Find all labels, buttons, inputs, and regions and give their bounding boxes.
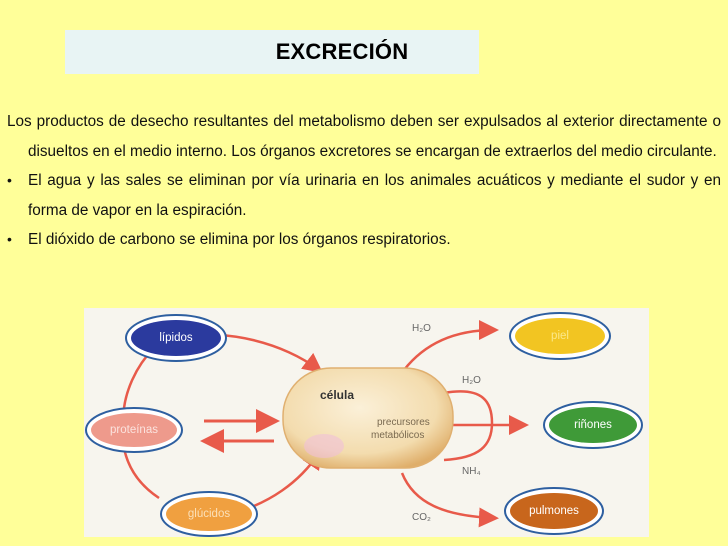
cell-subtitle-1: precursores xyxy=(377,417,430,428)
output-pulmones: pulmones xyxy=(529,505,579,517)
arrow-to-piel xyxy=(403,320,499,371)
body-text: Los productos de desecho resultantes del… xyxy=(7,107,721,255)
arrow-to-pulmones xyxy=(400,472,499,528)
cell-subtitle-2: metabólicos xyxy=(371,430,425,441)
output-rinones: riñones xyxy=(574,419,612,431)
input-glucidos: glúcidos xyxy=(187,508,231,520)
cell-title: célula xyxy=(320,388,355,402)
product-h2o-top: H₂O xyxy=(412,323,431,334)
input-proteinas: proteínas xyxy=(110,424,158,436)
bullet-icon: • xyxy=(7,231,12,247)
product-h2o-mid: H₂O xyxy=(462,375,481,386)
page-title: EXCRECIÓN xyxy=(275,39,409,64)
bullet-item: • El dióxido de carbono se elimina por lo… xyxy=(7,225,721,255)
product-co2: CO₂ xyxy=(412,512,431,523)
product-nh4: NH₄ xyxy=(462,466,481,477)
bullet-text: El dióxido de carbono se elimina por los… xyxy=(28,231,451,248)
excretion-diagram: lípidos proteínas glúcidos célula precur… xyxy=(84,308,649,537)
output-piel: piel xyxy=(551,330,569,342)
input-lipidos: lípidos xyxy=(159,332,193,344)
intro-paragraph: Los productos de desecho resultantes del… xyxy=(7,113,721,160)
title-box: EXCRECIÓN xyxy=(65,30,479,74)
diagram-graphics xyxy=(85,312,643,537)
bullet-item: • El agua y las sales se eliminan por vía… xyxy=(7,166,721,225)
bullet-text: El agua y las sales se eliminan por vía … xyxy=(28,172,721,219)
bullet-icon: • xyxy=(7,172,12,188)
